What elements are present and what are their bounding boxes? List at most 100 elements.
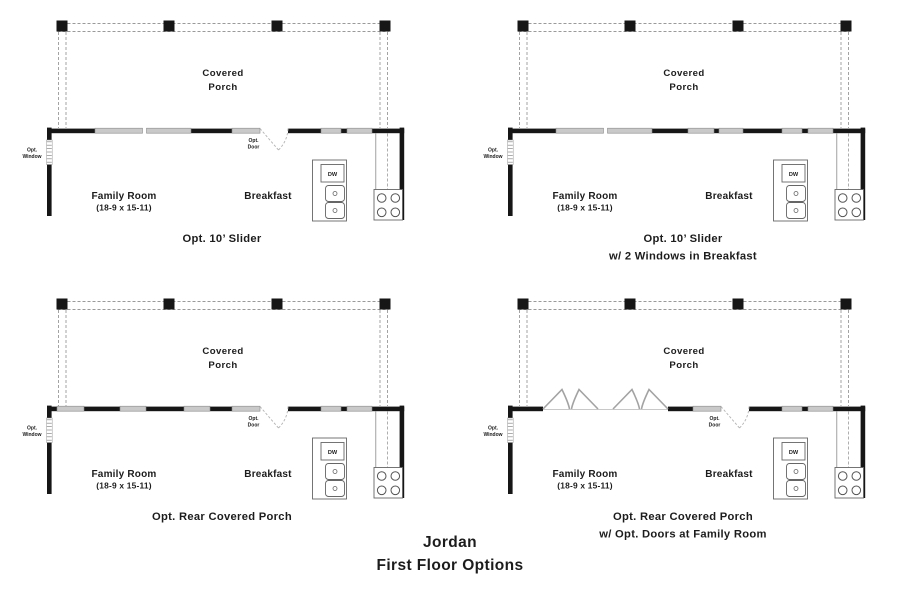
- covered-porch-label: Covered: [663, 68, 704, 79]
- covered-porch-label: Porch: [669, 360, 698, 371]
- porch-post-icon: [624, 298, 636, 310]
- window-segment-icon: [807, 127, 834, 134]
- wall-opening: [603, 127, 608, 135]
- sink-icon: [332, 486, 338, 491]
- breakfast-label: Breakfast: [244, 469, 292, 480]
- window-segment-icon: [346, 405, 373, 412]
- opt-window-label: Window: [483, 432, 502, 438]
- stove-burner-icon: [376, 193, 387, 203]
- window-segment-icon: [320, 405, 342, 412]
- stove-burner-icon: [837, 207, 848, 218]
- french-door-icon: [542, 388, 571, 410]
- window-segment-icon: [146, 127, 192, 134]
- wall-opening: [721, 405, 749, 413]
- porch-post-icon: [624, 20, 636, 32]
- opt-window-label: Opt.: [27, 426, 38, 432]
- plan-caption: Opt. Rear Covered Porch: [613, 511, 753, 523]
- sink-icon: [325, 480, 345, 497]
- window-segment-icon: [183, 405, 211, 412]
- window-segment-icon: [687, 127, 715, 134]
- opt-door-label: Door: [709, 423, 721, 429]
- opt-window-label: Opt.: [488, 148, 499, 154]
- plan-caption: w/ 2 Windows in Breakfast: [608, 251, 757, 263]
- left-wall: [47, 127, 52, 216]
- stove-burner-icon: [390, 207, 401, 218]
- wall-opening: [543, 405, 668, 413]
- opt-door-label: Opt.: [710, 416, 721, 422]
- porch-post-icon: [56, 298, 68, 310]
- window-segment-icon: [807, 405, 834, 412]
- porch-post-icon: [379, 20, 391, 32]
- porch-post-icon: [163, 298, 175, 310]
- covered-porch-label: Porch: [208, 82, 237, 93]
- rear-wall: [47, 128, 405, 134]
- covered-porch-label: Covered: [202, 68, 243, 79]
- covered-porch-label: Covered: [202, 346, 243, 357]
- window-segment-icon: [94, 127, 143, 134]
- sink-icon: [325, 202, 345, 219]
- covered-porch-label: Porch: [669, 82, 698, 93]
- wall-opening: [260, 405, 288, 413]
- french-door-icon: [640, 388, 669, 410]
- family-room-dims-label: (18-9 x 15-11): [557, 481, 612, 491]
- window-segment-icon: [119, 405, 147, 412]
- dishwasher-label: DW: [789, 450, 799, 456]
- dishwasher-icon: [781, 164, 806, 183]
- sink-icon: [786, 463, 806, 480]
- family-room-label: Family Room: [92, 191, 157, 202]
- door-swing-icon: [720, 406, 750, 429]
- sheet-title-line2: First Floor Options: [376, 557, 524, 574]
- opt-door-label: Opt.: [249, 416, 260, 422]
- porch-post-icon: [517, 20, 529, 32]
- rear-wall: [508, 406, 866, 412]
- stove-burner-icon: [390, 485, 401, 496]
- porch-post-icon: [379, 298, 391, 310]
- window-segment-icon: [781, 127, 803, 134]
- dishwasher-icon: [781, 442, 806, 461]
- right-wall: [399, 405, 405, 498]
- sink-icon: [325, 463, 345, 480]
- stove-burner-icon: [837, 193, 848, 203]
- sheet-title-line1: Jordan: [422, 534, 478, 551]
- dishwasher-label: DW: [328, 172, 338, 178]
- porch-post-icon: [271, 20, 283, 32]
- window-segment-icon: [346, 127, 373, 134]
- dishwasher-icon: [320, 164, 345, 183]
- opt-window-label: Window: [22, 432, 41, 438]
- right-wall: [860, 127, 866, 220]
- dishwasher-label: DW: [328, 450, 338, 456]
- sink-icon: [793, 486, 799, 491]
- sink-icon: [325, 185, 345, 202]
- left-wall: [508, 127, 513, 216]
- door-swing-icon: [259, 406, 289, 429]
- stove-burner-icon: [851, 207, 862, 218]
- french-door-icon: [612, 388, 641, 410]
- family-room-dims-label: (18-9 x 15-11): [96, 203, 151, 213]
- wall-opening: [142, 127, 147, 135]
- porch-post-icon: [271, 298, 283, 310]
- breakfast-label: Breakfast: [705, 469, 753, 480]
- door-swing-icon: [259, 128, 289, 151]
- stove-burner-icon: [390, 193, 401, 203]
- stove-burner-icon: [837, 471, 848, 481]
- dishwasher-icon: [320, 442, 345, 461]
- sink-icon: [793, 208, 799, 213]
- left-wall: [47, 405, 52, 494]
- rear-wall: [47, 406, 405, 412]
- sink-icon: [793, 469, 799, 474]
- family-room-label: Family Room: [553, 469, 618, 480]
- window-segment-icon: [56, 405, 85, 412]
- family-room-label: Family Room: [553, 191, 618, 202]
- plan-caption: Opt. Rear Covered Porch: [152, 511, 292, 523]
- left-wall: [508, 405, 513, 494]
- family-room-dims-label: (18-9 x 15-11): [96, 481, 151, 491]
- stove-burner-icon: [390, 471, 401, 481]
- sink-icon: [793, 191, 799, 196]
- porch-post-icon: [840, 20, 852, 32]
- sink-icon: [786, 480, 806, 497]
